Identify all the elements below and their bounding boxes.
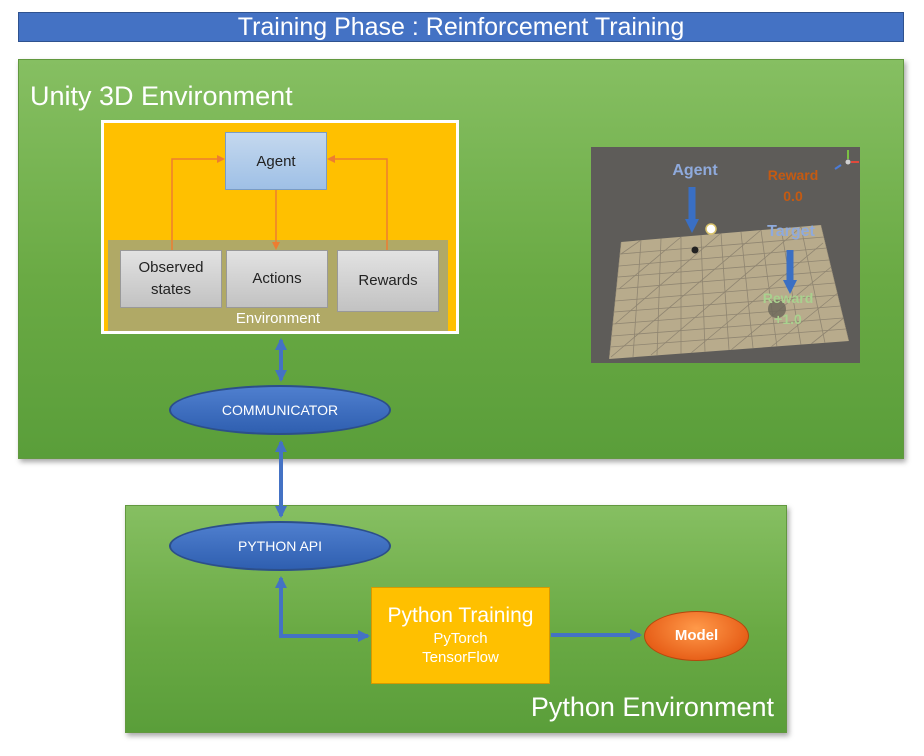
communicator-ellipse: COMMUNICATOR bbox=[169, 385, 391, 435]
rewards-box: Rewards bbox=[337, 250, 439, 312]
python-training-box: Python Training PyTorch TensorFlow bbox=[371, 587, 550, 684]
model-ellipse: Model bbox=[644, 611, 749, 661]
observed-states-line-1: Observed bbox=[138, 259, 204, 276]
agent-box: Agent bbox=[225, 132, 327, 190]
scene-gizmo bbox=[834, 150, 859, 170]
tensorflow-label: TensorFlow bbox=[422, 649, 499, 666]
python-api-training-arrow bbox=[275, 576, 370, 642]
diagram-title: Training Phase : Reinforcement Training bbox=[18, 12, 904, 42]
rewards-to-agent-arrow bbox=[327, 155, 388, 250]
scene-target-label: Target bbox=[767, 223, 815, 240]
scene-reward-bottom-value: +1.0 bbox=[774, 311, 802, 327]
agent-ball bbox=[691, 246, 699, 254]
unity-environment-title: Unity 3D Environment bbox=[30, 81, 293, 111]
python-environment-title: Python Environment bbox=[530, 692, 774, 722]
observed-to-agent-arrow bbox=[171, 155, 225, 250]
unity-scene-screenshot: Agent Reward 0.0 Target Reward +1.0 bbox=[591, 147, 860, 363]
python-training-title: Python Training bbox=[387, 604, 534, 627]
target-ball bbox=[768, 300, 786, 318]
scene-reward-top-value: 0.0 bbox=[783, 188, 803, 204]
actions-box: Actions bbox=[226, 250, 328, 308]
environment-label: Environment bbox=[235, 310, 321, 327]
actions-label: Actions bbox=[252, 270, 302, 287]
python-api-ellipse: PYTHON API bbox=[169, 521, 391, 571]
pytorch-label: PyTorch bbox=[433, 630, 488, 647]
scene-reward-bottom-label: Reward bbox=[763, 290, 814, 306]
light-icon bbox=[705, 223, 717, 235]
observed-states-line-2: states bbox=[150, 281, 191, 298]
observed-states-box: Observed states bbox=[120, 250, 222, 308]
rewards-label: Rewards bbox=[358, 272, 418, 289]
scene-reward-top-label: Reward bbox=[768, 167, 819, 183]
scene-agent-label: Agent bbox=[672, 162, 718, 179]
